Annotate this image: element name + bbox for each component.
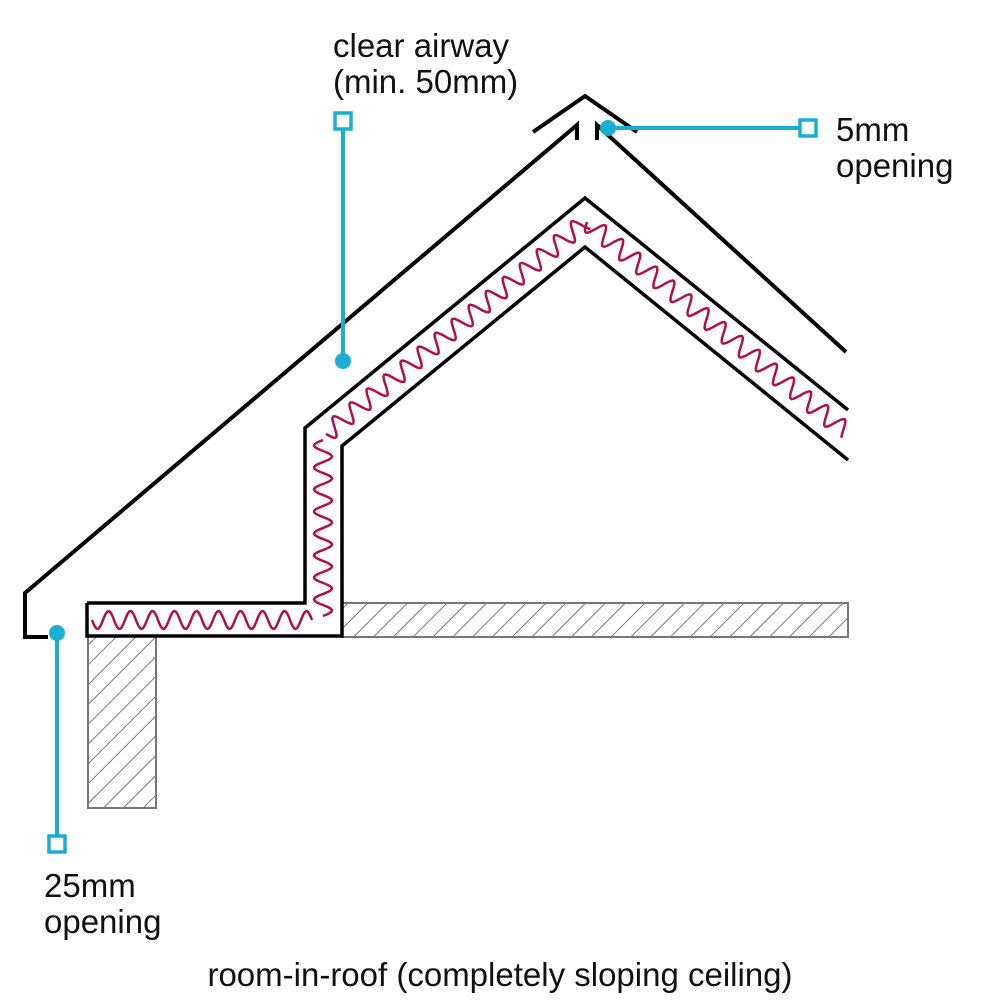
insulation-left-slope-squiggle — [325, 219, 591, 440]
clear-airway-label: clear airway (min. 50mm) — [333, 28, 518, 100]
eaves-opening-label: 25mm opening — [44, 868, 161, 940]
eaves-opening-marker — [47, 834, 67, 854]
ridge-opening-dot — [600, 120, 616, 136]
clear-airway-label-line2: (min. 50mm) — [333, 63, 519, 100]
ridge-opening-label-line2: opening — [836, 147, 954, 184]
insulation-right-slope-squiggle — [583, 221, 847, 439]
clear-airway-marker — [333, 111, 353, 131]
insulation-floor-squiggle — [90, 609, 314, 631]
roof-outline-right — [595, 120, 848, 354]
insulation-outer-line — [87, 195, 850, 605]
clear-airway-label-line1: clear airway — [333, 27, 510, 64]
floor-hatch — [341, 602, 849, 638]
diagram-caption: room-in-roof (completely sloping ceiling… — [207, 956, 793, 993]
eaves-opening-dot — [49, 625, 65, 641]
insulation-inner-line — [85, 244, 850, 638]
insulation-wall-squiggle — [312, 438, 334, 618]
wall-hatch — [87, 635, 157, 809]
eaves-opening-label-line2: opening — [44, 903, 162, 940]
ridge-opening-marker — [798, 118, 818, 138]
ridge-opening-label-line1: 5mm — [836, 111, 910, 148]
ridge-opening-label: 5mm opening — [836, 112, 953, 184]
clear-airway-dot — [335, 353, 351, 369]
eaves-opening-label-line1: 25mm — [44, 867, 136, 904]
ridge-cap — [531, 93, 639, 134]
roof-outline-left — [23, 120, 579, 639]
